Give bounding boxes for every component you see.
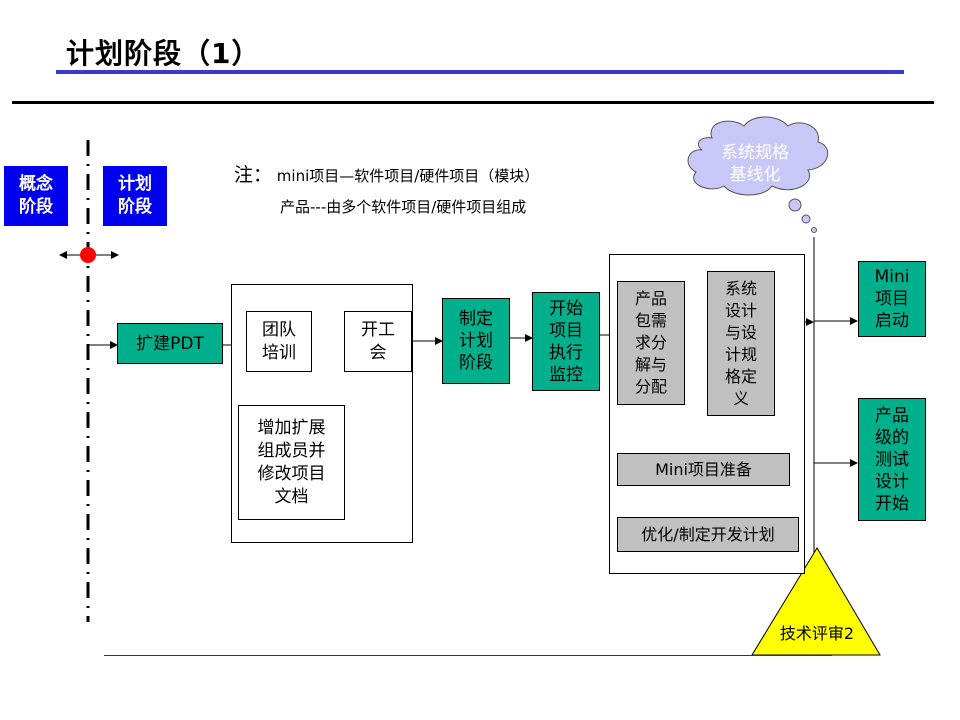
page-title: 计划阶段（1）: [66, 37, 261, 70]
node-make-plan: 制定 计划 阶段: [442, 298, 510, 384]
footer-line: [104, 655, 832, 656]
note-text-1: mini项目—软件项目/硬件项目（模块）: [272, 167, 540, 185]
phase-plan: 计划 阶段: [103, 166, 167, 226]
note-prefix: 注：: [234, 164, 273, 186]
cloud-shape: [687, 116, 829, 196]
phase-concept: 概念 阶段: [4, 166, 68, 226]
cloud-bubble-2: [801, 214, 811, 224]
header-divider: [12, 101, 934, 104]
node-expand-pdt: 扩建PDT: [117, 323, 223, 364]
node-start-monitor: 开始 项目 执行 监控: [532, 292, 600, 391]
cloud-text: 系统规格 基线化: [721, 143, 789, 185]
cloud-bubble-1: [788, 198, 802, 212]
note-line-2: 产品---由多个软件项目/硬件项目组成: [280, 198, 527, 216]
node-add-members: 增加扩展 组成员并 修改项目 文档: [238, 405, 345, 520]
node-test-design: 产品 级的 测试 设计 开始: [858, 398, 926, 521]
node-sys-design: 系统 设计 与设 计规 格定 义: [707, 271, 775, 416]
cloud-bubble-3: [811, 227, 817, 233]
node-mini-prep: Mini项目准备: [617, 453, 790, 486]
node-mini-start: Mini 项目 启动: [858, 261, 926, 337]
review-label: 技术评审2: [779, 624, 855, 643]
milestone-dot: [80, 247, 96, 263]
node-team-training: 团队 培训: [246, 311, 312, 372]
node-kickoff: 开工 会: [344, 311, 412, 372]
title-underline: [56, 70, 904, 74]
node-req-decompose: 产品 包需 求分 解与 分配: [617, 281, 685, 405]
note-line-1: 注： mini项目—软件项目/硬件项目（模块）: [234, 160, 539, 187]
node-optimize-plan: 优化/制定开发计划: [617, 517, 799, 552]
